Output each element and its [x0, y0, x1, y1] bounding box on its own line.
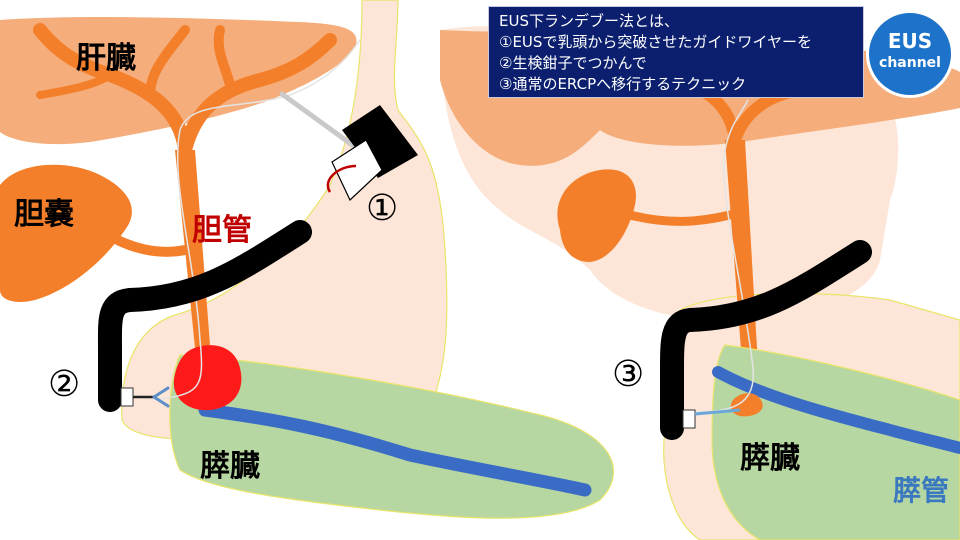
- info-box: EUS下ランデブー法とは、 ①EUSで乳頭から突破させたガイドワイヤーを ②生検…: [488, 6, 864, 98]
- eus-needle: [279, 91, 418, 202]
- step1-marker: ①: [366, 188, 398, 229]
- papilla-tumor: [173, 345, 242, 411]
- scope-left: [97, 220, 312, 412]
- liver-label: 肝臓: [76, 41, 136, 76]
- pancreatic-duct-left: [198, 403, 592, 497]
- info-line-4: ③通常のERCPへ移行するテクニック: [499, 75, 747, 93]
- gallbladder-label: 胆嚢: [14, 197, 74, 232]
- gallbladder-right: [557, 169, 636, 262]
- liver-left: [0, 16, 357, 145]
- cystic-duct-left: [95, 225, 190, 257]
- biopsy-forceps: [120, 386, 170, 408]
- eus-channel-logo: EUS channel: [866, 10, 954, 98]
- guidewire-right: [689, 99, 755, 413]
- gallbladder-left: [0, 164, 132, 302]
- step3-marker: ③: [612, 354, 644, 395]
- pancreatic-duct-label: 膵管: [893, 474, 949, 507]
- guidewire-left: [149, 39, 361, 401]
- scope-right: [660, 240, 872, 440]
- logo-line-1: EUS: [887, 29, 933, 53]
- pancreas-label-right: 膵臓: [740, 441, 800, 476]
- info-line-1: EUS下ランデブー法とは、: [499, 12, 679, 30]
- info-line-3: ②生検鉗子でつかんで: [499, 54, 647, 72]
- bile-duct-right: [725, 140, 760, 402]
- info-line-2: ①EUSで乳頭から突破させたガイドワイヤーを: [499, 33, 812, 51]
- pancreas-label-left: 膵臓: [200, 449, 260, 484]
- pancreatic-duct-right: [712, 366, 960, 454]
- step2-marker: ②: [48, 364, 80, 405]
- cystic-duct-right: [625, 210, 735, 226]
- logo-line-2: channel: [879, 55, 941, 71]
- ercp-catheter: [682, 408, 741, 429]
- bile-duct-label: 胆管: [192, 213, 252, 248]
- intrahepatic-ducts-left: [33, 23, 337, 157]
